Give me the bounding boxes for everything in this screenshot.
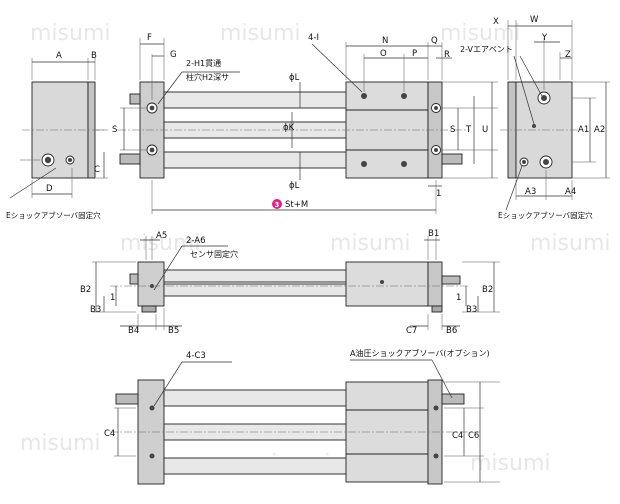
dim-label-r: R <box>444 50 450 60</box>
dim-label-phi-l-top: ϕL <box>289 73 300 83</box>
watermark: misumi <box>470 451 551 476</box>
dim-label-z: Z <box>565 50 571 60</box>
dim-label-4-c3: 4-C3 <box>186 351 206 361</box>
dim-label-b6: B6 <box>446 326 457 336</box>
dim-label-a4: A4 <box>565 187 576 197</box>
dim-label-b3-right: B3 <box>466 305 477 315</box>
dim-label-n: N <box>382 36 388 46</box>
middle-view: A5 2-A6 センサ固定穴 B1 B2 B3 1 B4 B5 C7 B6 <box>80 229 500 336</box>
stroke-badge-number: 3 <box>275 201 280 209</box>
dim-label-1-right: 1 <box>456 293 461 303</box>
watermark: misumi <box>220 21 301 46</box>
callout-counterbore: 柱穴H2深サ <box>186 72 229 82</box>
dim-label-x: X <box>493 17 499 27</box>
left-end-view: A B D C Eショックアブソーバ固定穴 <box>6 51 108 220</box>
watermark: misumi <box>20 431 101 456</box>
dim-label-o: O <box>380 49 387 59</box>
watermark: misumi <box>330 231 411 256</box>
dim-label-4-i: 4-I <box>308 33 319 43</box>
dim-label-b3-left: B3 <box>90 305 101 315</box>
dim-label-d: D <box>46 184 53 194</box>
main-side-view: F G 2-H1貫通 柱穴H2深サ 4-I N O P Q R <box>112 33 498 214</box>
dim-label-u: U <box>482 125 488 135</box>
bottom-view: 4-C3 A油圧ショックアブソーバ(オプション) C4 C4 C6 <box>104 348 500 485</box>
dim-label-s-left: S <box>112 125 117 135</box>
watermark: misumi <box>30 21 111 46</box>
callout-air-vent: 2-Vエアベント <box>460 45 513 54</box>
dim-label-b: B <box>91 51 97 61</box>
dim-label-b2-right: B2 <box>482 285 493 295</box>
absorber-hole-note-left: Eショックアブソーバ固定穴 <box>6 210 101 220</box>
dim-label-g: G <box>170 50 177 60</box>
dim-label-b1: B1 <box>428 229 439 239</box>
dim-label-s-right: S <box>450 125 455 135</box>
top-view: A B D C Eショックアブソーバ固定穴 <box>6 15 610 220</box>
dim-label-c7: C7 <box>406 326 417 336</box>
callout-hydraulic-absorber: A油圧ショックアブソーバ(オプション) <box>350 348 490 358</box>
dim-label-y: Y <box>541 33 548 43</box>
dim-label-t: T <box>465 125 472 135</box>
dim-label-a2: A2 <box>594 125 605 135</box>
dim-label-a5: A5 <box>156 231 167 241</box>
watermark: misumi <box>440 21 521 46</box>
dim-label-1: 1 <box>436 189 441 199</box>
dim-label-b2-left: B2 <box>80 285 91 295</box>
dim-label-a: A <box>56 51 62 61</box>
dim-label-w: W <box>530 15 539 25</box>
dim-label-a1: A1 <box>578 125 589 135</box>
dim-label-a3: A3 <box>525 187 536 197</box>
stroke-badge-icon <box>272 199 282 209</box>
dim-label-b5: B5 <box>168 326 179 336</box>
dim-label-b4: B4 <box>128 326 139 336</box>
dim-label-p: P <box>412 49 417 59</box>
dim-label-phi-k: ϕK <box>283 123 295 133</box>
watermark: misumi <box>530 231 611 256</box>
callout-sensor-hole: センサ固定穴 <box>190 249 238 259</box>
dim-label-c4-right: C4 <box>452 431 463 441</box>
dim-label-phi-l-bottom: ϕL <box>289 181 300 191</box>
right-end-view: X W Y Z 2-Vエアベント A1 A2 A3 A4 <box>460 15 610 220</box>
dim-label-f: F <box>147 33 152 43</box>
dim-label-c: C <box>94 165 100 175</box>
stroke-label: St+M <box>285 200 308 210</box>
dim-label-q: Q <box>431 36 438 46</box>
dim-label-c4-left: C4 <box>104 429 115 439</box>
dim-label-2-a6: 2-A6 <box>186 236 206 246</box>
dim-label-1-left: 1 <box>110 293 115 303</box>
absorber-hole-note-right: Eショックアブソーバ固定穴 <box>498 210 593 220</box>
callout-bore: 2-H1貫通 <box>186 58 221 68</box>
dim-label-c6: C6 <box>468 431 479 441</box>
watermark: misumi <box>120 231 201 256</box>
